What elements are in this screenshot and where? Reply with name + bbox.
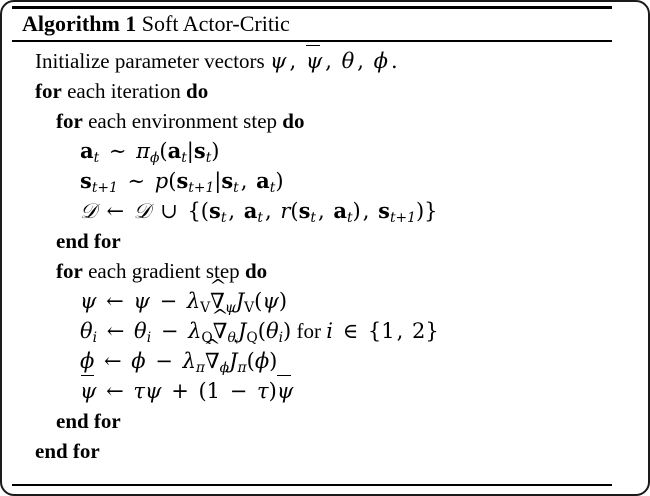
algorithm-body: Initialize parameter vectors ψ, ψ, θ, ϕ.… (2, 44, 648, 466)
line-update-psi: ψ ← ψ − λV∇ψJV(ψ) (2, 286, 648, 316)
equation-sample-action: at ∼ πϕ(at|st) (80, 138, 220, 166)
equation-update-psi: ψ ← ψ − λV∇ψJV(ψ) (80, 289, 287, 315)
keyword-for: for (35, 79, 62, 103)
rule-top (12, 6, 612, 9)
text-for-inline: for (296, 319, 321, 343)
keyword-end-for: end for (56, 409, 121, 433)
rule-bottom (12, 484, 612, 486)
line-update-theta: θi ← θi − λQ∇θiJQ(θi) for i ∈ {1, 2} (2, 316, 648, 346)
keyword-end-for: end for (56, 229, 121, 253)
equation-sample-next-state: st+1 ∼ p(st+1|st, at) (80, 168, 284, 196)
equation-update-theta: θi ← θi − λQ∇θiJQ(θi) (80, 319, 291, 345)
text-each: each (88, 259, 127, 283)
line-initialize: Initialize parameter vectors ψ, ψ, θ, ϕ. (2, 44, 648, 76)
initialize-text: Initialize parameter vectors (35, 49, 265, 73)
line-sample-action: at ∼ πϕ(at|st) (2, 136, 648, 166)
text-environment-step: environment step (131, 109, 278, 133)
equation-index-range: i ∈ {1, 2} (326, 319, 439, 343)
algorithm-title: Algorithm 1 Soft Actor-Critic (22, 11, 290, 37)
text-each: each (88, 109, 127, 133)
equation-update-phi: ϕ ← ϕ − λπ∇ϕJπ(ϕ) (80, 349, 277, 375)
text-iteration: iteration (110, 79, 181, 103)
line-append-replay-buffer: 𝒟 ← 𝒟 ∪ {(st, at, r(st, at), st+1)} (2, 196, 648, 226)
keyword-for: for (56, 109, 83, 133)
equation-append-replay-buffer: 𝒟 ← 𝒟 ∪ {(st, at, r(st, at), st+1)} (80, 198, 438, 226)
keyword-do: do (244, 259, 268, 283)
equation-update-psi-bar: ψ ← τψ + (1 − τ)ψ (80, 374, 293, 403)
algorithm-name: Soft Actor-Critic (141, 11, 290, 36)
keyword-for: for (56, 259, 83, 283)
line-update-phi: ϕ ← ϕ − λπ∇ϕJπ(ϕ) (2, 346, 648, 376)
line-sample-next-state: st+1 ∼ p(st+1|st, at) (2, 166, 648, 196)
line-update-psi-bar: ψ ← τψ + (1 − τ)ψ (2, 374, 648, 406)
keyword-end-for: end for (35, 439, 100, 463)
rule-middle (12, 40, 612, 42)
line-for-iteration: for each iteration do (2, 76, 648, 106)
line-end-for-gradient: end for (2, 406, 648, 436)
algorithm-label: Algorithm 1 (22, 11, 137, 36)
initialize-symbols: ψ, ψ, θ, ϕ. (270, 44, 401, 73)
line-for-gradient-step: for each gradient step do (2, 256, 648, 286)
text-each: each (67, 79, 106, 103)
keyword-do: do (186, 79, 209, 103)
line-end-for-iteration: end for (2, 436, 648, 466)
line-end-for-environment: end for (2, 226, 648, 256)
keyword-do: do (282, 109, 305, 133)
line-for-environment-step: for each environment step do (2, 106, 648, 136)
